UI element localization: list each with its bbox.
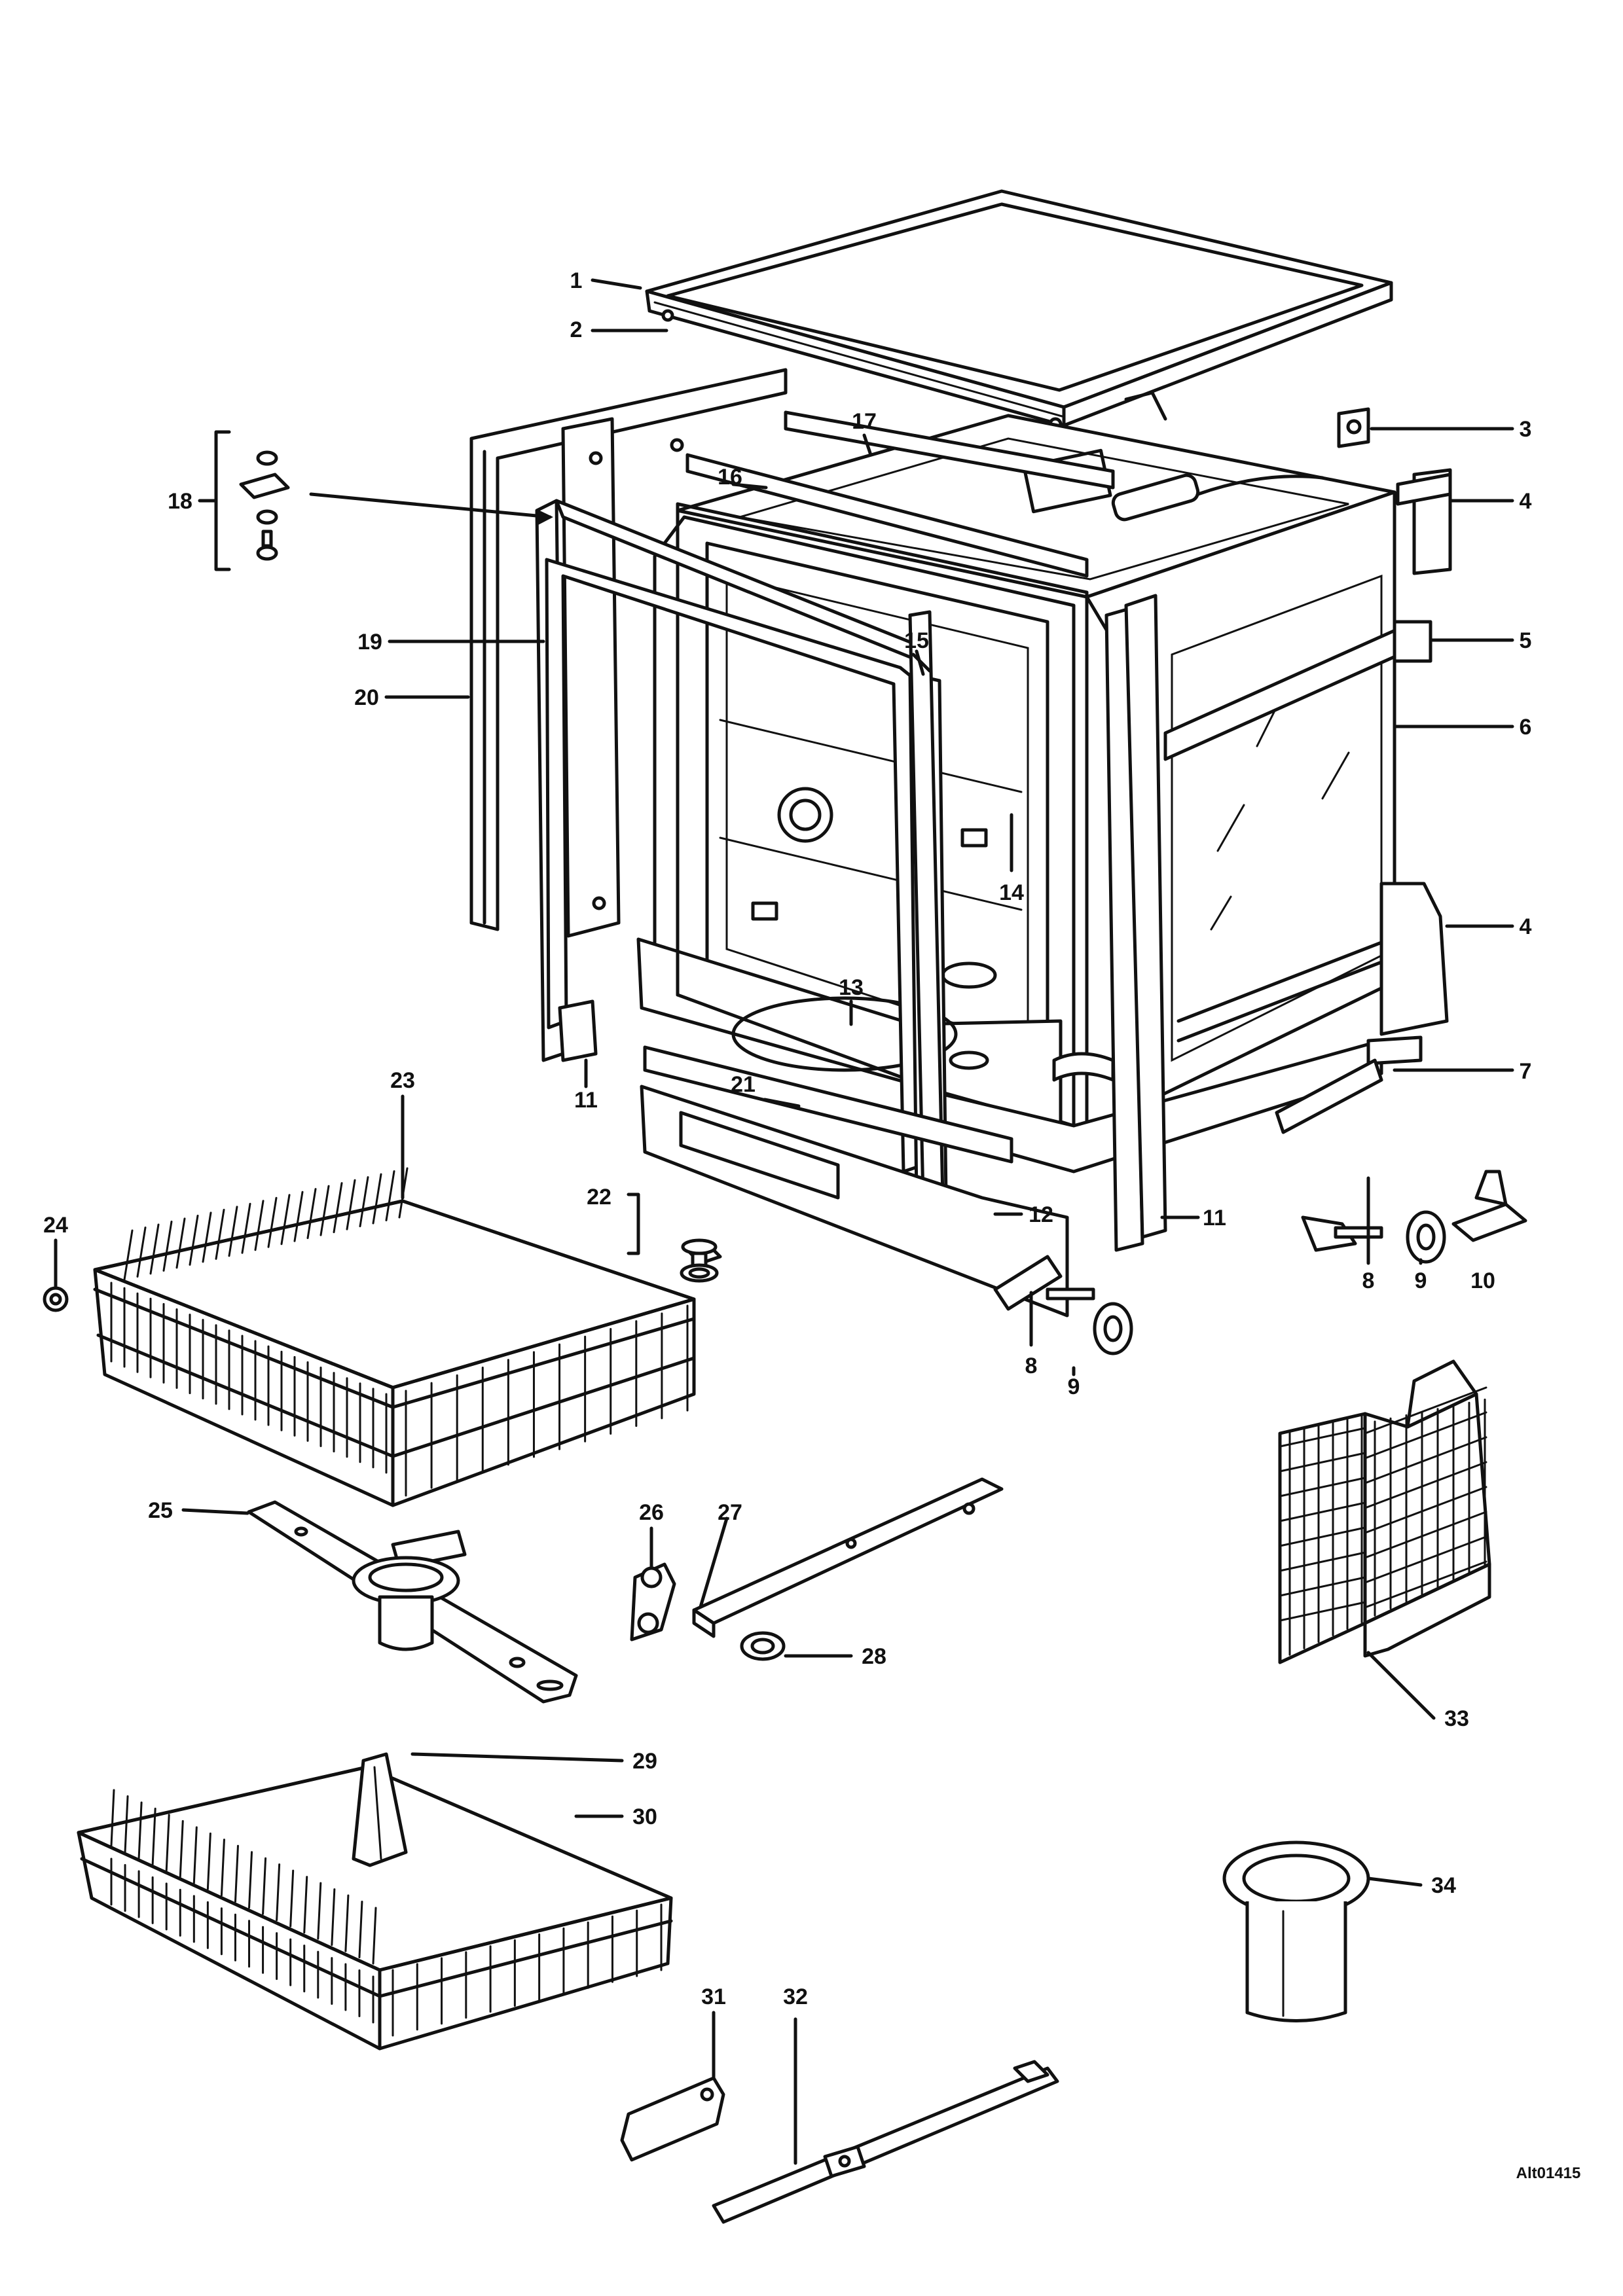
callout-29: 29 xyxy=(632,1749,657,1774)
callout-8-right: 8 xyxy=(1362,1268,1375,1293)
callout-25: 25 xyxy=(148,1498,173,1523)
callout-4-lower: 4 xyxy=(1520,914,1532,939)
callout-16: 16 xyxy=(718,465,742,490)
rail-parts xyxy=(630,1477,1004,1661)
callout-33: 33 xyxy=(1444,1706,1469,1731)
wheels xyxy=(993,1058,1527,1355)
callout-9-right: 9 xyxy=(1415,1268,1427,1293)
left-side-panel xyxy=(469,368,788,938)
top-panel xyxy=(645,189,1393,431)
callout-14: 14 xyxy=(999,880,1024,905)
upper-basket xyxy=(93,1167,696,1507)
leader-lines xyxy=(54,278,1514,2165)
callout-34: 34 xyxy=(1431,1873,1456,1898)
callout-labels: 1 2 3 4 4 5 6 7 8 8 9 9 10 11 11 12 13 1… xyxy=(43,268,1580,2182)
basket-rail xyxy=(620,2060,1059,2224)
lower-basket xyxy=(77,1752,673,2051)
callout-12: 12 xyxy=(1029,1202,1053,1227)
callout-28: 28 xyxy=(862,1644,886,1669)
callout-4-upper: 4 xyxy=(1520,489,1532,514)
callout-26: 26 xyxy=(639,1500,664,1525)
callout-11-right: 11 xyxy=(1203,1206,1226,1230)
callout-7: 7 xyxy=(1520,1059,1532,1084)
callout-2: 2 xyxy=(570,317,583,342)
spray-arm xyxy=(247,1500,578,1704)
door-frames xyxy=(535,410,1115,1200)
callout-24: 24 xyxy=(43,1213,68,1238)
callout-19: 19 xyxy=(357,630,382,655)
callout-13: 13 xyxy=(839,975,864,1000)
callout-1: 1 xyxy=(570,268,583,293)
filter-cup xyxy=(1222,1840,1370,2022)
callout-11-left: 11 xyxy=(574,1088,598,1113)
callout-20: 20 xyxy=(354,685,379,710)
callout-3: 3 xyxy=(1520,417,1532,442)
cutlery-basket xyxy=(1278,1359,1491,1664)
front-base xyxy=(640,1045,1069,1318)
drawing-reference: Alt01415 xyxy=(1516,2164,1581,2182)
callout-15: 15 xyxy=(904,628,929,653)
callout-10: 10 xyxy=(1470,1268,1495,1293)
callout-18: 18 xyxy=(168,489,192,514)
callout-8-front: 8 xyxy=(1025,1354,1038,1378)
side-brackets xyxy=(1163,407,1452,1066)
callout-5: 5 xyxy=(1520,628,1532,653)
callout-17: 17 xyxy=(852,409,877,434)
callout-27: 27 xyxy=(718,1500,742,1525)
side-rails xyxy=(558,594,1167,1252)
basket-roller xyxy=(43,1286,69,1312)
callout-9-front: 9 xyxy=(1068,1374,1080,1399)
callout-32: 32 xyxy=(783,1984,808,2009)
callout-22: 22 xyxy=(587,1185,611,1210)
callout-30: 30 xyxy=(632,1804,657,1829)
cabinet-body xyxy=(636,391,1396,1174)
callout-23: 23 xyxy=(390,1068,415,1093)
callout-31: 31 xyxy=(701,1984,726,2009)
callout-6: 6 xyxy=(1520,715,1532,740)
clip-set xyxy=(198,430,290,571)
callout-21: 21 xyxy=(731,1072,756,1097)
